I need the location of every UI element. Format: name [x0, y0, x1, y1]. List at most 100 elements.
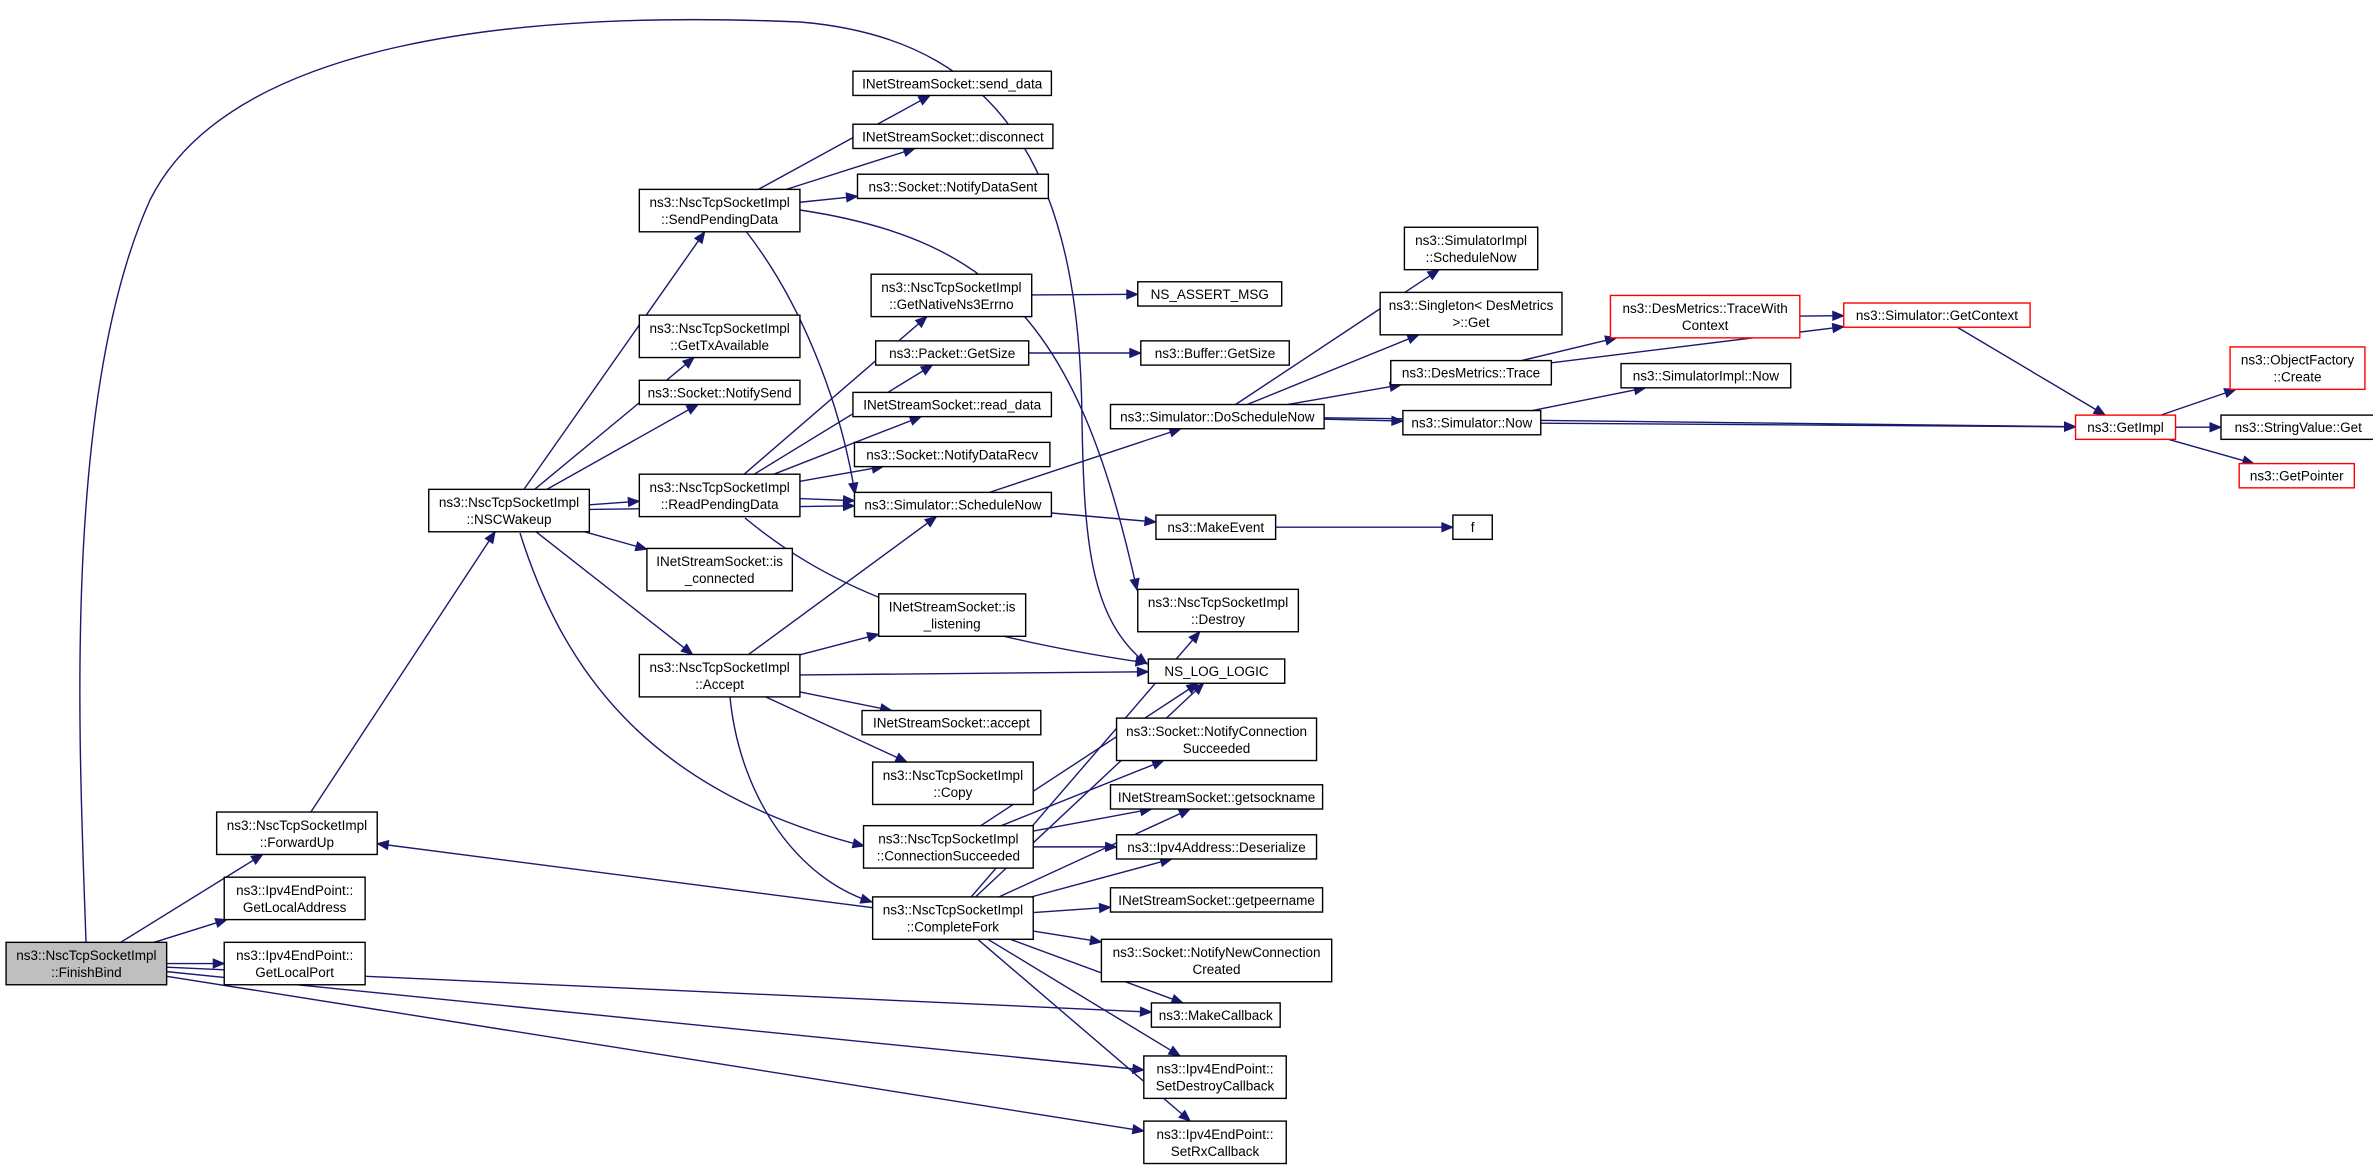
node-getlocalport[interactable]: ns3::Ipv4EndPoint::GetLocalPort [223, 941, 366, 986]
node-readpendingdata[interactable]: ns3::NscTcpSocketImpl::ReadPendingData [638, 473, 801, 518]
edge-accept-to-inetaccept [799, 691, 893, 714]
node-inetaccept[interactable]: INetStreamSocket::accept [861, 709, 1042, 736]
node-singletondesmetrics[interactable]: ns3::Singleton< DesMetrics>::Get [1379, 291, 1563, 336]
node-label: ::Destroy [1191, 612, 1245, 627]
node-label: ns3::NscTcpSocketImpl [227, 818, 367, 833]
node-getsockname[interactable]: INetStreamSocket::getsockname [1109, 784, 1324, 810]
node-desmetricstrace[interactable]: ns3::DesMetrics::Trace [1390, 359, 1553, 386]
node-label: ns3::GetPointer [2250, 469, 2344, 484]
node-label: ns3::NscTcpSocketImpl [878, 831, 1018, 846]
node-label: Context [1682, 318, 1729, 333]
node-sendpendingdata[interactable]: ns3::NscTcpSocketImpl::SendPendingData [638, 188, 801, 233]
edge-nscwakeup-to-readpendingdata [589, 496, 641, 508]
node-label: ns3::Ipv4EndPoint:: [1156, 1062, 1273, 1077]
edge-schedulenow-to-makeevent [1051, 512, 1158, 527]
node-label: ns3::Packet::GetSize [889, 346, 1015, 361]
node-label: ::Accept [695, 677, 744, 692]
edge-nscwakeup-to-accept [535, 531, 694, 656]
node-label: ns3::Simulator::ScheduleNow [864, 497, 1041, 512]
node-notifydatasent[interactable]: ns3::Socket::NotifyDataSent [856, 173, 1050, 200]
node-getnativens3errno[interactable]: ns3::NscTcpSocketImpl::GetNativeNs3Errno [870, 273, 1033, 318]
edge-readpendingdata-to-packetgetsize [753, 364, 934, 475]
edge-completefork-to-getpeername [1033, 902, 1112, 914]
node-objectfactorycreate[interactable]: ns3::ObjectFactory::Create [2229, 346, 2366, 391]
node-label: ns3::Simulator::DoScheduleNow [1120, 410, 1315, 425]
node-label: GetLocalAddress [243, 900, 347, 915]
node-getpeername[interactable]: INetStreamSocket::getpeername [1109, 887, 1324, 913]
node-makeevent[interactable]: ns3::MakeEvent [1155, 514, 1277, 541]
node-doschedulenow[interactable]: ns3::Simulator::DoScheduleNow [1109, 403, 1325, 430]
node-getimpl[interactable]: ns3::GetImpl [2074, 414, 2177, 441]
node-disconnect[interactable]: INetStreamSocket::disconnect [852, 123, 1054, 150]
edge-getimpl-to-stringvalueget [2175, 421, 2223, 433]
node-label: ns3::Socket::NotifyConnection [1126, 724, 1307, 739]
node-getpointer[interactable]: ns3::GetPointer [2238, 462, 2356, 489]
node-getlocaladdress[interactable]: ns3::Ipv4EndPoint::GetLocalAddress [223, 876, 366, 921]
node-label: ns3::NscTcpSocketImpl [649, 660, 789, 675]
node-copy[interactable]: ns3::NscTcpSocketImpl::Copy [871, 761, 1034, 806]
node-notifysend[interactable]: ns3::Socket::NotifySend [638, 379, 801, 406]
node-senddata[interactable]: INetStreamSocket::send_data [852, 70, 1053, 97]
node-readdata[interactable]: INetStreamSocket::read_data [852, 391, 1053, 418]
node-nsloglogic[interactable]: NS_LOG_LOGIC [1147, 658, 1286, 684]
node-islistening[interactable]: INetStreamSocket::is_listening [878, 593, 1027, 638]
node-label: ns3::NscTcpSocketImpl [883, 768, 1023, 783]
edge-nscwakeup-to-notifysend [546, 403, 700, 490]
node-schedulenow[interactable]: ns3::Simulator::ScheduleNow [853, 491, 1053, 518]
node-label: ns3::MakeEvent [1167, 520, 1264, 535]
edge-readpendingdata-to-schedulenow [799, 494, 856, 506]
node-stringvalueget[interactable]: ns3::StringValue::Get [2220, 414, 2373, 441]
node-connectionsucceeded[interactable]: ns3::NscTcpSocketImpl::ConnectionSucceed… [862, 824, 1034, 869]
node-accept[interactable]: ns3::NscTcpSocketImpl::Accept [638, 653, 801, 698]
node-packetgetsize[interactable]: ns3::Packet::GetSize [874, 340, 1030, 366]
node-simulatornow[interactable]: ns3::Simulator::Now [1402, 409, 1542, 436]
node-notifydatarecv[interactable]: ns3::Socket::NotifyDataRecv [853, 441, 1051, 468]
node-label: ns3::Ipv4EndPoint:: [236, 948, 353, 963]
node-label: ns3::Socket::NotifyDataRecv [866, 448, 1038, 463]
node-label: ns3::SimulatorImpl [1415, 233, 1527, 248]
node-label: SetDestroyCallback [1156, 1079, 1275, 1094]
node-label: INetStreamSocket::send_data [862, 76, 1043, 91]
node-label: INetStreamSocket::is [889, 600, 1016, 615]
node-label: _connected [684, 571, 755, 586]
node-label: ns3::NscTcpSocketImpl [883, 903, 1023, 918]
node-completefork[interactable]: ns3::NscTcpSocketImpl::CompleteFork [871, 896, 1034, 941]
node-label: INetStreamSocket::getpeername [1118, 893, 1315, 908]
node-f[interactable]: f [1452, 514, 1493, 541]
node-label: ::NSCWakeup [467, 512, 552, 527]
node-label: ::Create [2273, 370, 2321, 385]
node-setrxcallback[interactable]: ns3::Ipv4EndPoint::SetRxCallback [1143, 1120, 1287, 1165]
node-isconnected[interactable]: INetStreamSocket::is_connected [646, 547, 794, 592]
edge-nscwakeup-to-connectionsucceeded [519, 532, 866, 849]
node-label: ns3::Simulator::Now [1411, 416, 1532, 431]
node-label: INetStreamSocket::disconnect [862, 129, 1044, 144]
node-gettxavailable[interactable]: ns3::NscTcpSocketImpl::GetTxAvailable [638, 314, 801, 359]
edge-finishbind-to-getlocaladdress [153, 918, 229, 943]
node-label: ::Copy [933, 785, 972, 800]
node-label: ::ReadPendingData [661, 497, 779, 512]
node-buffergetsize[interactable]: ns3::Buffer::GetSize [1140, 340, 1290, 366]
node-makecallback[interactable]: ns3::MakeCallback [1150, 1002, 1281, 1028]
node-deserialize[interactable]: ns3::Ipv4Address::Deserialize [1115, 834, 1318, 860]
node-setdestroycallback[interactable]: ns3::Ipv4EndPoint::SetDestroyCallback [1143, 1055, 1287, 1100]
node-label: ns3::NscTcpSocketImpl [649, 195, 789, 210]
node-label: ns3::StringValue::Get [2235, 420, 2363, 435]
edge-sendpendingdata-to-notifydatasent [799, 192, 859, 203]
node-label: ns3::SimulatorImpl::Now [1633, 369, 1780, 384]
node-destroy[interactable]: ns3::NscTcpSocketImpl::Destroy [1137, 588, 1300, 633]
node-getcontext[interactable]: ns3::Simulator::GetContext [1843, 302, 2031, 328]
edge-connectionsucceeded-to-getsockname [1033, 805, 1153, 832]
node-label: ns3::NscTcpSocketImpl [16, 948, 156, 963]
node-simimplnow[interactable]: ns3::SimulatorImpl::Now [1620, 362, 1792, 389]
node-nscwakeup[interactable]: ns3::NscTcpSocketImpl::NSCWakeup [428, 488, 591, 533]
node-finishbind[interactable]: ns3::NscTcpSocketImpl::FinishBind [5, 941, 168, 986]
node-label: INetStreamSocket::getsockname [1118, 790, 1315, 805]
node-forwardup[interactable]: ns3::NscTcpSocketImpl::ForwardUp [215, 811, 378, 856]
edge-accept-to-islistening [799, 632, 880, 656]
node-simimplschedulenow[interactable]: ns3::SimulatorImpl::ScheduleNow [1403, 226, 1539, 271]
node-nsassertmsg[interactable]: NS_ASSERT_MSG [1137, 281, 1283, 307]
node-label: ns3::ObjectFactory [2241, 353, 2355, 368]
